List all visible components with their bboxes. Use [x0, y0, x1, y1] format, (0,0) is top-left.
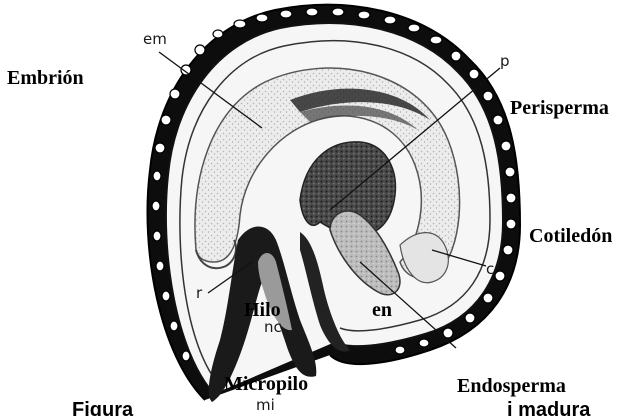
- label-hilo: Hilo: [244, 300, 281, 320]
- letter-p: p: [500, 54, 510, 69]
- letter-em: em: [143, 32, 167, 47]
- letter-r: r: [196, 286, 202, 301]
- label-cotiledon: Cotiledón: [529, 226, 612, 246]
- caption-left: Figura: [72, 400, 133, 416]
- letter-c: c: [486, 262, 494, 277]
- label-micropilo: Micropilo: [224, 374, 308, 394]
- label-embrion: Embrión: [7, 68, 84, 88]
- letter-mi: mi: [256, 398, 275, 413]
- letter-nc: nc: [264, 320, 282, 335]
- label-endosperma: Endosperma: [457, 376, 566, 396]
- caption-right: i madura: [507, 400, 590, 416]
- label-en-bold: en: [372, 300, 392, 320]
- label-perisperma: Perisperma: [510, 98, 609, 118]
